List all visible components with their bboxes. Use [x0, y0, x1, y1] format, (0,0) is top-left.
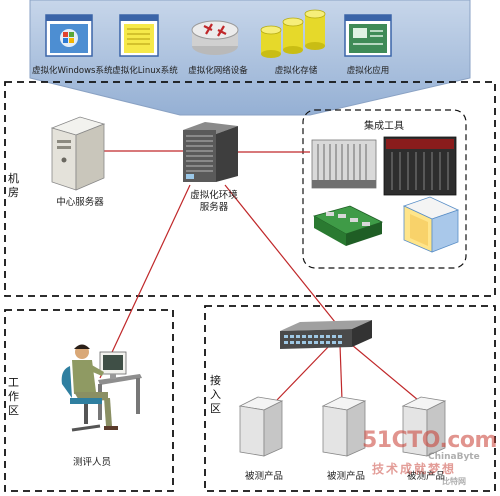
- virtualization-top-panel: [29, 0, 471, 116]
- tested-product-label-3: 被测产品: [406, 471, 445, 482]
- watermark-sub: ChinaByte: [428, 452, 480, 462]
- linux-label: 虚拟化Linux系统: [112, 66, 178, 76]
- virtualization-server-icon: [183, 122, 238, 182]
- tested-product-box-3: [401, 396, 447, 457]
- access-area-label: 接入区: [210, 374, 221, 415]
- integrated-tools-region: [302, 109, 467, 269]
- router-icon: [191, 20, 239, 55]
- storage-cylinders-icon: [260, 9, 326, 58]
- traffic-generator-card-icon: [312, 205, 384, 246]
- storage-label: 虚拟化存储: [274, 66, 318, 76]
- work-area-region: [4, 309, 174, 492]
- tested-product-label-1: 被测产品: [244, 471, 283, 482]
- network-tester-icon: [383, 136, 457, 196]
- tested-product-box-1: [238, 396, 284, 457]
- tested-product-box-2: [321, 396, 367, 457]
- application-label: 虚拟化应用: [346, 66, 390, 76]
- network-device-label: 虚拟化网络设备: [188, 66, 248, 76]
- evaluator-person-icon: [61, 344, 142, 432]
- access-area-region: [204, 305, 496, 492]
- linux-document-icon: [119, 14, 159, 57]
- machine-room-region: [4, 81, 496, 297]
- software-box-icon: [402, 196, 460, 253]
- watermark-brand: 51CTO.com: [362, 428, 497, 453]
- evaluator-label: 测评人员: [72, 457, 111, 468]
- watermark-sub2: 比特网: [442, 477, 466, 486]
- windows-window-icon: [45, 14, 93, 57]
- tested-product-label-2: 被测产品: [326, 471, 365, 482]
- machine-room-label: 机房: [8, 172, 19, 199]
- central-server-icon: [50, 116, 106, 191]
- integrated-tools-label: 集成工具: [364, 121, 404, 132]
- work-area-label: 工作区: [8, 376, 19, 417]
- test-instrument-chassis-icon: [311, 139, 377, 189]
- link-lines: [99, 150, 419, 401]
- application-window-icon: [344, 14, 392, 57]
- windows-label: 虚拟化Windows系统: [32, 66, 113, 76]
- watermark-slogan: 技术成就梦想: [372, 462, 457, 476]
- virtualization-server-label: 虚拟化环境服务器: [190, 190, 238, 213]
- central-server-label: 中心服务器: [56, 197, 104, 208]
- access-switch-icon: [280, 320, 372, 349]
